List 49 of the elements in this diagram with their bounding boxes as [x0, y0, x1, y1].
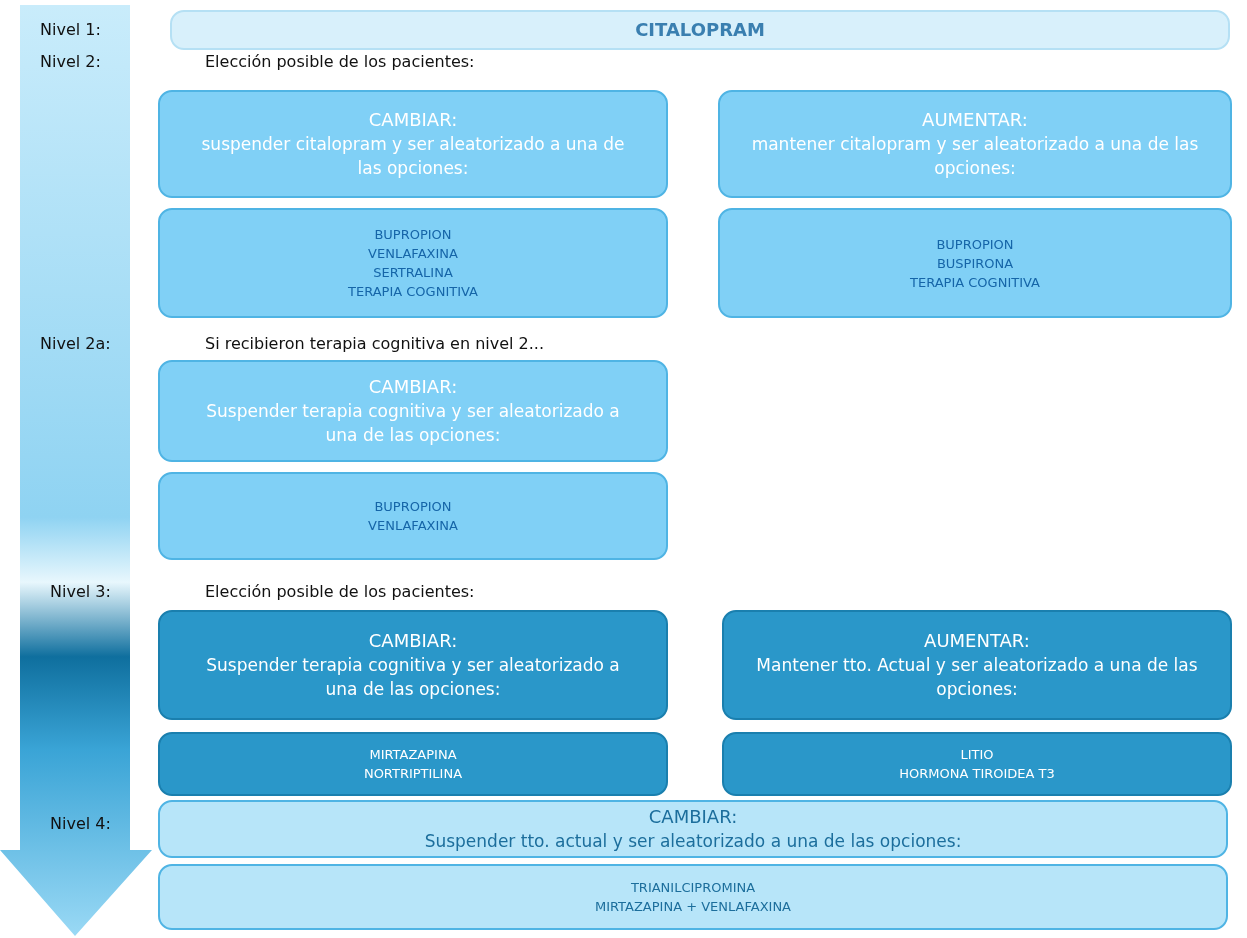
level-label: Nivel 4:	[50, 814, 111, 833]
box-text: Suspender tto. actual y ser aleatorizado a una de las opciones:	[423, 830, 963, 853]
treatment-name: MIRTAZAPINA + VENLAFAXINA	[595, 898, 791, 916]
box-heading: AUMENTAR:	[924, 629, 1030, 653]
box-text: mantener citalopram y ser aleatorizado a una de las opciones:	[750, 133, 1200, 180]
treatment-name: BUSPIRONA	[936, 254, 1014, 273]
treatment-name: BUPROPION	[374, 498, 452, 516]
box-heading: CAMBIAR:	[368, 629, 458, 653]
section-note: Si recibieron terapia cognitiva en nivel 2...	[205, 334, 545, 353]
option-box	[722, 610, 1232, 720]
level-label: Nivel 2a:	[40, 334, 111, 353]
treatment-name: TRIANILCIPROMINA	[630, 879, 756, 897]
option-box	[158, 800, 1228, 858]
box-text: Suspender terapia cognitiva y ser aleatorizado a una de las opciones:	[205, 400, 621, 447]
option-box	[158, 864, 1228, 930]
treatment-name: MIRTAZAPINA	[369, 746, 457, 764]
box-text: Suspender terapia cognitiva y ser aleatorizado a una de las opciones:	[205, 654, 621, 701]
treatment-name: SERTRALINA	[373, 264, 453, 282]
section-note: Elección posible de los pacientes:	[205, 52, 475, 71]
box-text: suspender citalopram y ser aleatorizado a una de las opciones:	[200, 133, 626, 180]
treatment-name: BUPROPION	[936, 235, 1014, 254]
option-box	[158, 732, 668, 796]
option-box	[718, 208, 1232, 318]
treatment-name: VENLAFAXINA	[368, 517, 458, 535]
option-box	[158, 610, 668, 720]
treatment-name: NORTRIPTILINA	[363, 765, 463, 783]
option-box	[158, 360, 668, 462]
option-box	[170, 10, 1230, 50]
treatment-name: TERAPIA COGNITIVA	[910, 273, 1040, 292]
box-heading: CAMBIAR:	[368, 108, 458, 132]
box-heading: AUMENTAR:	[922, 108, 1028, 132]
box-heading: CAMBIAR:	[368, 375, 458, 399]
level-label: Nivel 1:	[40, 20, 101, 39]
level-label: Nivel 2:	[40, 52, 101, 71]
level-label: Nivel 3:	[50, 582, 111, 601]
treatment-name: VENLAFAXINA	[368, 245, 458, 263]
option-box	[718, 90, 1232, 198]
treatment-name: TERAPIA COGNITIVA	[348, 283, 478, 301]
option-box	[722, 732, 1232, 796]
treatment-name: BUPROPION	[374, 226, 452, 244]
box-heading: CAMBIAR:	[648, 805, 738, 829]
box-text: CITALOPRAM	[635, 18, 765, 42]
treatment-name: HORMONA TIROIDEA T3	[899, 765, 1055, 783]
option-box	[158, 208, 668, 318]
option-box	[158, 472, 668, 560]
treatment-name: LITIO	[960, 746, 994, 764]
option-box	[158, 90, 668, 198]
section-note: Elección posible de los pacientes:	[205, 582, 475, 601]
box-text: Mantener tto. Actual y ser aleatorizado a una de las opciones:	[755, 654, 1199, 701]
